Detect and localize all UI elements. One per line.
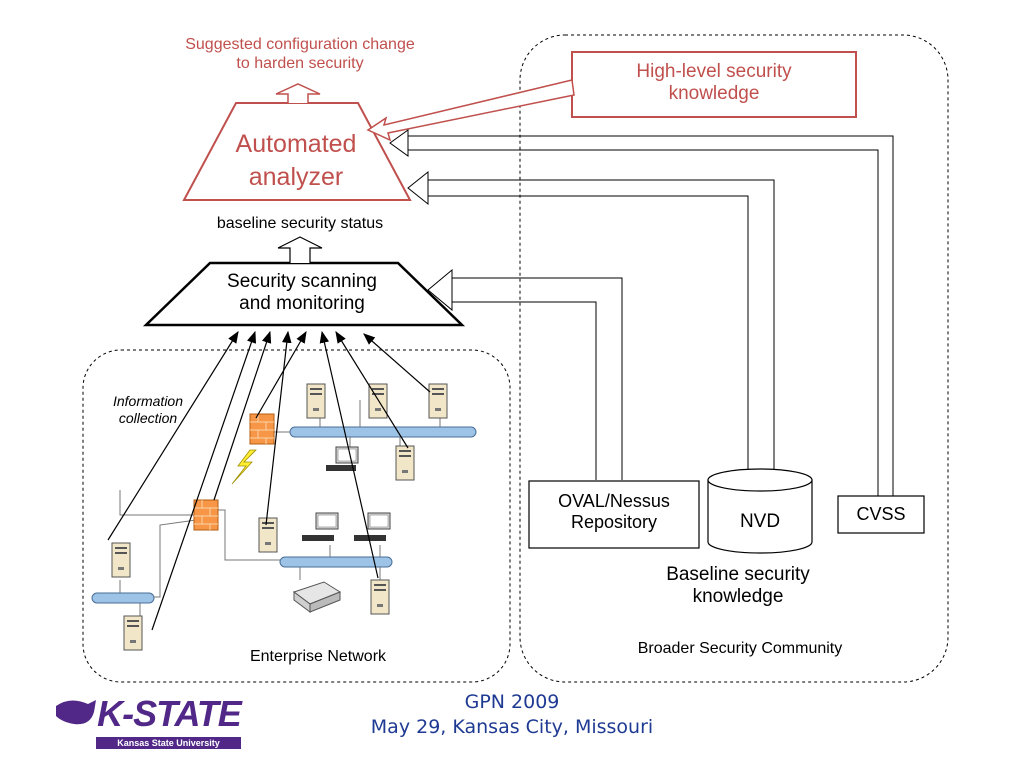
baseline-status-label: baseline security status — [216, 215, 384, 232]
broader-community-region — [519, 34, 949, 683]
baseline-status-arrow — [277, 236, 323, 263]
nvd-feed-arrowhead — [407, 170, 429, 206]
baseline-knowledge-label: Baseline security knowledge — [618, 564, 858, 609]
security-scanning-shape — [142, 261, 466, 327]
nvd-feed-line-inner — [420, 179, 775, 470]
wildcat-icon — [56, 700, 96, 725]
info-collection-line1: Information — [112, 393, 184, 409]
network-segment-top — [289, 426, 477, 438]
information-collection-arrows — [107, 330, 431, 631]
baseline-knowledge-line1: Baseline security — [666, 564, 810, 585]
nvd-feed-line — [420, 195, 749, 478]
oval-repository-label: OVAL/Nessus Repository — [529, 491, 699, 533]
nvd-database-icon — [707, 468, 813, 554]
cvss-box — [837, 495, 925, 534]
cvss-feed-line — [400, 149, 879, 500]
network-segment-left — [91, 592, 155, 604]
scanning-line2: and monitoring — [239, 293, 365, 315]
workstation-icons — [302, 446, 391, 541]
oval-line2: Repository — [570, 512, 658, 533]
high-level-to-analyzer-arrow — [366, 79, 575, 142]
kstate-wordmark: K-STATE — [97, 693, 242, 734]
printer-icon — [292, 581, 342, 613]
suggested-change-label: Suggested configuration change to harden… — [148, 36, 452, 74]
server-icons — [111, 383, 448, 651]
oval-repository-box — [528, 480, 700, 549]
cvss-feed-line-inner — [400, 135, 894, 500]
kstate-logo — [56, 700, 241, 749]
info-collection-line2: collection — [118, 409, 178, 426]
cvss-label: CVSS — [856, 504, 906, 524]
baseline-knowledge-line2: knowledge — [692, 586, 784, 608]
suggested-change-line2: to harden security — [236, 54, 364, 72]
oval-line1: OVAL/Nessus — [558, 491, 670, 511]
scanning-line1: Security scanning — [227, 271, 377, 292]
kstate-subtitle: Kansas State University — [117, 738, 220, 748]
automated-analyzer-shape — [182, 102, 412, 201]
analyzer-line1: Automated — [235, 130, 357, 158]
suggested-change-arrow — [275, 83, 321, 103]
broader-community-label: Broader Security Community — [637, 640, 843, 657]
enterprise-network-label: Enterprise Network — [249, 648, 387, 665]
security-scanning-label: Security scanning and monitoring — [184, 271, 420, 316]
firewall-icon-upper — [249, 413, 275, 445]
high-level-line2: knowledge — [668, 83, 760, 105]
oval-feed-line-inner — [448, 277, 623, 480]
cvss-feed-arrowhead — [389, 129, 409, 157]
suggested-change-line1: Suggested configuration change — [185, 36, 415, 53]
network-segment-middle — [279, 556, 393, 568]
high-level-knowledge-label: High-level security knowledge — [572, 61, 856, 106]
automated-analyzer-label: Automated analyzer — [204, 128, 388, 193]
footer-date-place: May 29, Kansas City, Missouri — [370, 715, 654, 738]
lightning-icon — [231, 449, 257, 485]
firewall-icon-lower — [193, 499, 219, 531]
footer-event: GPN 2009 May 29, Kansas City, Missouri — [300, 690, 724, 739]
footer-event-title: GPN 2009 — [464, 691, 560, 713]
high-level-line1: High-level security — [636, 61, 792, 82]
high-level-knowledge-box — [571, 51, 857, 118]
nvd-label: NVD — [739, 511, 781, 532]
analyzer-line2: analyzer — [248, 162, 344, 191]
oval-feed-line — [448, 301, 597, 480]
enterprise-network-region — [82, 349, 511, 683]
information-collection-label: Information collection — [88, 393, 208, 426]
oval-feed-arrowhead — [427, 268, 453, 312]
